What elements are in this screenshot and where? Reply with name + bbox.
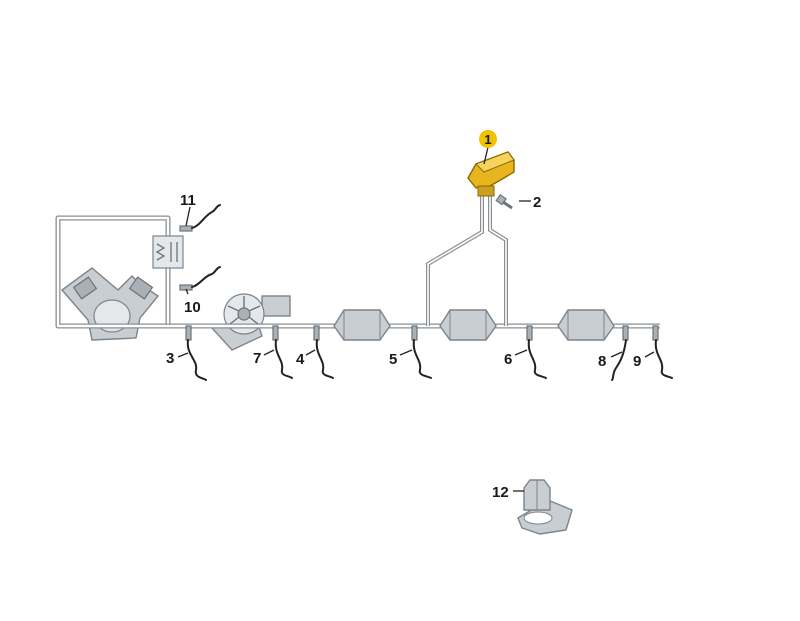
- callout-6: 6: [504, 351, 512, 368]
- particulate-filter: [439, 309, 497, 341]
- clip-nut-part-12: [517, 479, 573, 535]
- leader-lines: [177, 146, 655, 492]
- bolt-part-2: [495, 193, 513, 210]
- catalytic-converter-2: [557, 309, 615, 341]
- callout-7: 7: [253, 350, 261, 367]
- air-pipe-loop: [55, 215, 171, 329]
- callout-2: 2: [533, 194, 541, 211]
- catalytic-converter-1: [333, 309, 391, 341]
- callout-12: 12: [492, 484, 509, 501]
- callout-5: 5: [389, 351, 397, 368]
- callout-4: 4: [296, 351, 305, 368]
- callout-3: 3: [166, 350, 174, 367]
- sensor-cables: [179, 204, 673, 381]
- callout-11: 11: [180, 192, 196, 209]
- turbocharger: [210, 293, 291, 351]
- callout-8: 8: [598, 353, 606, 370]
- engine-block: [60, 267, 160, 341]
- callout-10: 10: [184, 299, 201, 316]
- callout-1-highlight: [479, 130, 497, 148]
- pressure-hoses: [426, 196, 508, 326]
- callout-1: 1: [484, 132, 491, 147]
- pressure-sensor-part-1: [467, 151, 515, 197]
- callout-9: 9: [633, 353, 641, 370]
- heat-exchanger: [152, 235, 184, 269]
